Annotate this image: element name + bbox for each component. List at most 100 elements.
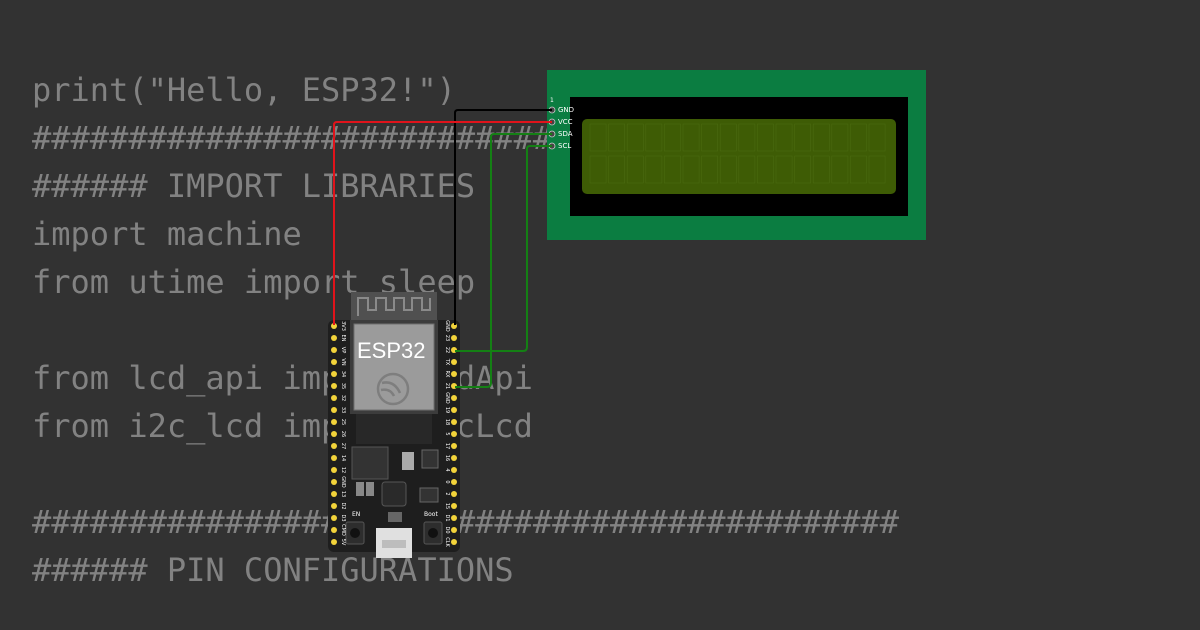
wire-gnd[interactable] [454, 109, 552, 325]
wire-sda[interactable] [455, 133, 552, 388]
code-line[interactable]: import machine [32, 215, 302, 253]
right-pin[interactable] [451, 371, 457, 377]
right-pin-label: 5 [444, 432, 450, 435]
left-pin[interactable] [331, 371, 337, 377]
right-pin-label: 23 [444, 335, 450, 341]
lcd-pin-label-sda: SDA [558, 130, 573, 138]
left-pin-label: 33 [340, 407, 346, 413]
right-pin-label: GND [444, 320, 450, 332]
en-label: EN [352, 511, 360, 518]
right-pin[interactable] [451, 359, 457, 365]
boot-button[interactable] [423, 521, 443, 545]
esp32-left-header: 3V3ENVPVN343532332526271412GND13D2D3CMD5… [331, 321, 346, 546]
left-pin-label: 14 [340, 455, 346, 461]
code-line[interactable]: ###### IMPORT LIBRARIES [32, 167, 476, 205]
left-pin[interactable] [331, 431, 337, 437]
right-pin[interactable] [451, 395, 457, 401]
left-pin[interactable] [331, 455, 337, 461]
code-line[interactable]: ########################################… [32, 503, 899, 541]
left-pin[interactable] [331, 419, 337, 425]
right-pin-label: 22 [444, 347, 450, 353]
right-pin[interactable] [451, 419, 457, 425]
lcd-display[interactable]: 1 GND VCC SDA SCL [547, 70, 926, 240]
left-pin-label: GND [340, 476, 346, 488]
wire-scl[interactable] [455, 145, 552, 352]
esp32-module-label: ESP32 [357, 338, 426, 363]
left-pin-label: 13 [340, 491, 346, 497]
left-pin-label: VP [340, 347, 346, 353]
right-pin-label: 0 [444, 480, 450, 483]
right-pin[interactable] [451, 431, 457, 437]
left-pin[interactable] [331, 383, 337, 389]
left-pin[interactable] [331, 323, 337, 329]
right-pin-label: 16 [444, 455, 450, 461]
wire-vcc[interactable] [333, 121, 552, 325]
right-pin-label: 4 [444, 468, 450, 471]
antenna-trace [357, 297, 431, 316]
right-pin-label: GND [444, 392, 450, 404]
left-pin[interactable] [331, 467, 337, 473]
left-pin-label: D3 [340, 514, 346, 521]
lcd-pin-label-vcc: VCC [558, 118, 573, 126]
espressif-logo-icon [376, 372, 410, 406]
left-pin-label: 3V3 [340, 321, 346, 331]
left-pin-label: CMD [340, 524, 346, 536]
lcd-character-grid [589, 123, 886, 184]
right-pin-label: RX [444, 371, 450, 378]
lcd-pin-label-scl: SCL [558, 142, 571, 150]
left-pin-label: D2 [340, 502, 346, 509]
right-pin[interactable] [451, 467, 457, 473]
left-pin[interactable] [331, 527, 337, 533]
right-pin[interactable] [451, 407, 457, 413]
right-pin-label: 18 [444, 419, 450, 425]
left-pin-label: 27 [340, 443, 346, 449]
right-pin-label: 21 [444, 383, 450, 389]
right-pin[interactable] [451, 479, 457, 485]
right-pin[interactable] [451, 515, 457, 521]
right-pin-label: 19 [444, 407, 450, 413]
left-pin-label: 25 [340, 419, 346, 425]
left-pin[interactable] [331, 491, 337, 497]
boot-label: Boot [424, 511, 438, 518]
left-pin[interactable] [331, 479, 337, 485]
lcd-pin-label-gnd: GND [558, 106, 574, 114]
lcd-pin1-label: 1 [550, 97, 554, 104]
left-pin[interactable] [331, 503, 337, 509]
right-pin-label: CLK [444, 537, 450, 547]
left-pin[interactable] [331, 359, 337, 365]
usb-port [376, 528, 412, 558]
left-pin[interactable] [331, 539, 337, 545]
right-pin-label: 2 [444, 492, 450, 495]
esp32-components [351, 446, 439, 522]
right-pin-label: D0 [444, 526, 450, 533]
left-pin-label: 34 [340, 371, 346, 377]
esp32-module-can [353, 323, 435, 411]
right-pin[interactable] [451, 443, 457, 449]
right-pin[interactable] [451, 539, 457, 545]
right-pin[interactable] [451, 491, 457, 497]
right-pin[interactable] [451, 335, 457, 341]
right-pin-label: D1 [444, 514, 450, 521]
right-pin[interactable] [451, 503, 457, 509]
en-button[interactable] [345, 521, 365, 545]
left-pin[interactable] [331, 335, 337, 341]
left-pin[interactable] [331, 443, 337, 449]
code-line[interactable]: from utime import sleep [32, 263, 476, 301]
right-pin-label: TX [444, 358, 450, 366]
left-pin-label: 5V [340, 539, 346, 546]
left-pin[interactable] [331, 347, 337, 353]
left-pin-label: 26 [340, 431, 346, 437]
right-pin[interactable] [451, 527, 457, 533]
left-pin[interactable] [331, 395, 337, 401]
esp32-module-pads [356, 414, 432, 444]
right-pin[interactable] [451, 455, 457, 461]
left-pin-label: 32 [340, 395, 346, 401]
code-line[interactable]: print("Hello, ESP32!") [32, 71, 456, 109]
left-pin[interactable] [331, 515, 337, 521]
left-pin-label: 35 [340, 383, 346, 389]
wires [333, 109, 552, 388]
esp32-board[interactable]: ESP32 Boot EN [328, 292, 460, 558]
left-pin[interactable] [331, 407, 337, 413]
